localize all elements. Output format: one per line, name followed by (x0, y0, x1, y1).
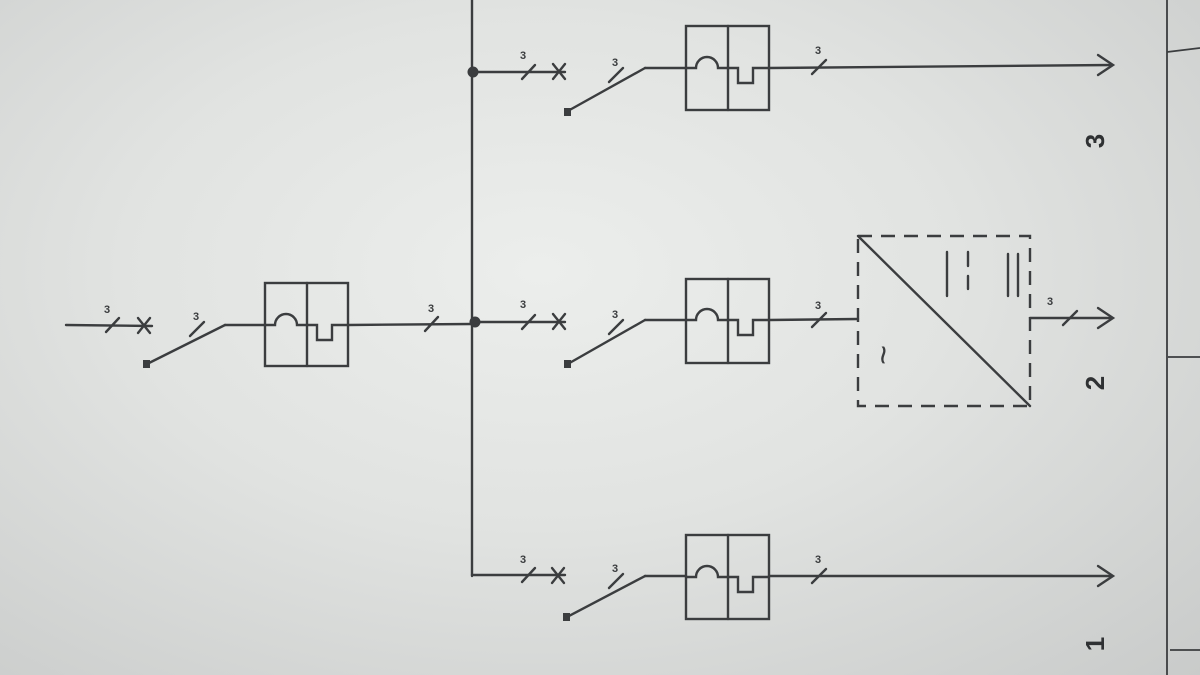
conductor-tick-icon: 3 (1047, 296, 1079, 327)
fuse-switch-icon (263, 281, 350, 368)
conductor-tick-icon: 3 (810, 300, 828, 329)
conductor-count-label: 3 (815, 554, 821, 566)
feeder-1: 3 3 3 1 (470, 533, 1116, 651)
fuse-switch-icon (684, 277, 771, 365)
disconnector-icon (551, 62, 567, 81)
conductor-count-label: 3 (104, 304, 110, 316)
earthing-switch-icon (563, 613, 570, 621)
feeder-2: 3 3 3 ~ (473, 234, 1116, 408)
earthing-switch-icon (564, 360, 571, 368)
conductor-tick-icon: 3 (810, 554, 828, 585)
arrow-icon (1096, 564, 1116, 588)
feeder-number: 2 (1080, 376, 1110, 390)
conductor-count-label: 3 (520, 50, 526, 62)
feeder-3: 3 3 3 3 (471, 24, 1116, 148)
feeder-number: 3 (1080, 134, 1110, 148)
feeder-number: 1 (1080, 637, 1110, 651)
disconnector-icon (550, 566, 566, 585)
rectifier-icon: ~ (856, 234, 1032, 408)
conductor-tick-icon: 3 (810, 45, 828, 76)
arrow-icon (1096, 306, 1116, 330)
fuse-switch-icon (684, 533, 771, 621)
conductor-count-label: 3 (520, 299, 526, 311)
conductor-tick-icon: 3 (423, 303, 440, 333)
drawing-frame (1166, 0, 1200, 675)
conductor-count-label: 3 (815, 300, 821, 312)
conductor-count-label: 3 (612, 57, 618, 69)
conductor-tick-icon: 3 (607, 309, 625, 336)
conductor-tick-icon: 3 (607, 57, 625, 84)
incoming-supply: 3 3 3 (64, 281, 474, 368)
conductor-tick-icon: 3 (188, 311, 206, 338)
conductor-tick-icon: 3 (607, 563, 625, 590)
conductor-tick-icon: 3 (520, 299, 537, 331)
earthing-switch-icon (564, 108, 571, 116)
disconnector-icon (136, 316, 152, 335)
conductor-count-label: 3 (428, 303, 434, 315)
disconnector-icon (551, 312, 567, 331)
conductor-count-label: 3 (193, 311, 199, 323)
conductor-tick-icon: 3 (104, 304, 121, 334)
conductor-count-label: 3 (612, 309, 618, 321)
arrow-icon (1096, 53, 1116, 77)
conductor-count-label: 3 (612, 563, 618, 575)
conductor-count-label: 3 (520, 554, 526, 566)
fuse-switch-icon (684, 24, 771, 112)
conductor-count-label: 3 (1047, 296, 1053, 308)
conductor-tick-icon: 3 (520, 50, 537, 81)
conductor-tick-icon: 3 (520, 554, 537, 584)
conductor-count-label: 3 (815, 45, 821, 57)
ac-symbol: ~ (865, 345, 903, 365)
